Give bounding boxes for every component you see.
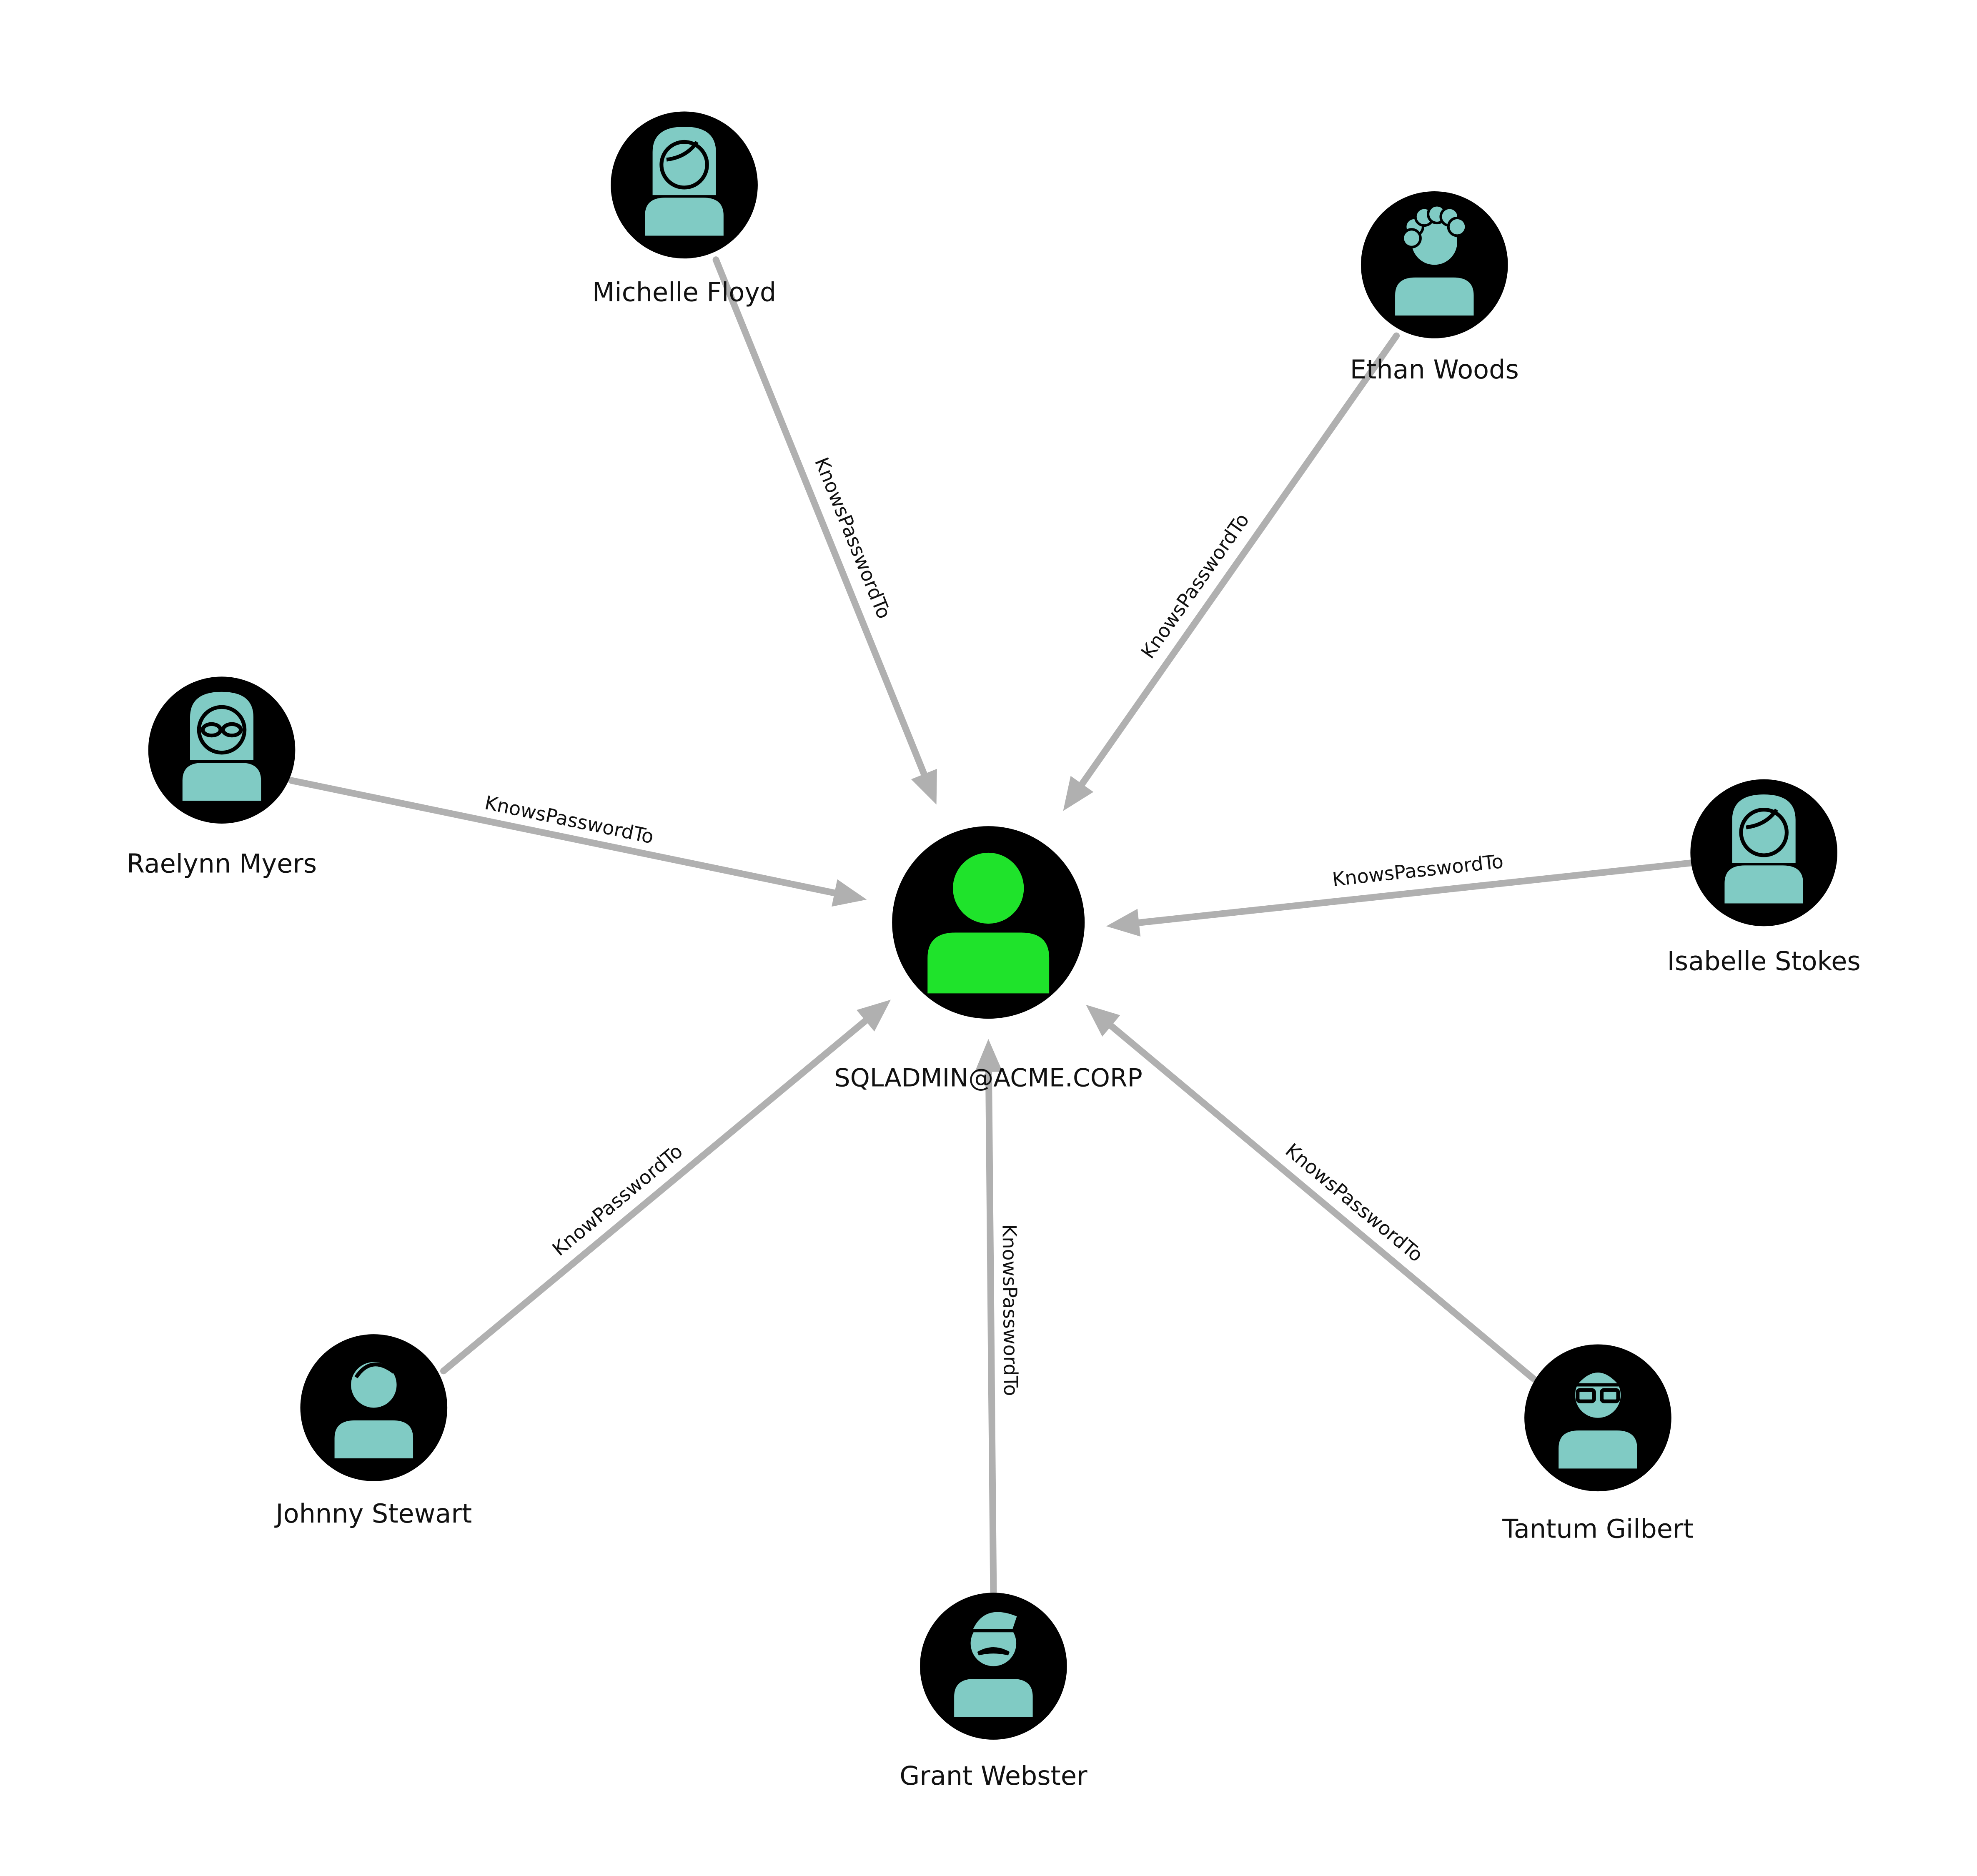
edge-line bbox=[712, 256, 927, 778]
arrowhead-icon bbox=[1086, 1004, 1120, 1037]
edge-line bbox=[1108, 1022, 1537, 1382]
edge-line bbox=[1135, 859, 1695, 926]
arrowhead-icon bbox=[975, 1039, 1003, 1072]
node-center[interactable]: SQLADMIN@ACME.CORP bbox=[834, 826, 1143, 1093]
edge-line bbox=[1078, 332, 1400, 787]
woman-glasses-icon bbox=[182, 691, 261, 801]
node-tantum-gilbert[interactable]: Tantum Gilbert bbox=[1502, 1344, 1694, 1544]
edge-line bbox=[288, 777, 838, 897]
node-label: Tantum Gilbert bbox=[1502, 1513, 1693, 1544]
node-label: Michelle Floyd bbox=[592, 277, 776, 307]
node-ethan-woods[interactable]: Ethan Woods bbox=[1350, 191, 1519, 385]
node-label: Johnny Stewart bbox=[274, 1498, 472, 1529]
node-johnny-stewart[interactable]: Johnny Stewart bbox=[274, 1334, 472, 1529]
node-raelynn-myers[interactable]: Raelynn Myers bbox=[127, 676, 317, 879]
man-mustache-icon bbox=[954, 1609, 1033, 1717]
edge-line bbox=[985, 1068, 997, 1595]
man-curly-hair-icon bbox=[1395, 204, 1474, 316]
node-grant-webster[interactable]: Grant Webster bbox=[900, 1593, 1087, 1791]
arrowhead-icon bbox=[1063, 776, 1094, 811]
arrowhead-icon bbox=[832, 879, 867, 907]
node-michelle-floyd[interactable]: Michelle Floyd bbox=[592, 111, 776, 308]
user-icon bbox=[927, 852, 1050, 994]
man-glasses-icon bbox=[1559, 1369, 1637, 1469]
arrowhead-icon bbox=[911, 769, 937, 805]
edge-grant-webster[interactable]: KnowsPasswordTo bbox=[975, 1039, 1022, 1595]
node-label: Grant Webster bbox=[900, 1761, 1087, 1791]
node-label: Raelynn Myers bbox=[127, 848, 317, 879]
arrowhead-icon bbox=[1106, 909, 1141, 937]
woman-long-hair-icon bbox=[645, 127, 724, 236]
man-side-part-icon bbox=[334, 1362, 413, 1459]
center-node-label: SQLADMIN@ACME.CORP bbox=[834, 1064, 1143, 1093]
node-label: Isabelle Stokes bbox=[1667, 946, 1861, 976]
edge-label: KnowsPasswordTo bbox=[998, 1224, 1022, 1396]
node-isabelle-stokes[interactable]: Isabelle Stokes bbox=[1667, 779, 1861, 977]
edge-line bbox=[440, 1017, 869, 1375]
woman-long-hair-icon bbox=[1724, 794, 1803, 904]
node-label: Ethan Woods bbox=[1350, 354, 1519, 385]
arrowhead-icon bbox=[856, 999, 891, 1032]
